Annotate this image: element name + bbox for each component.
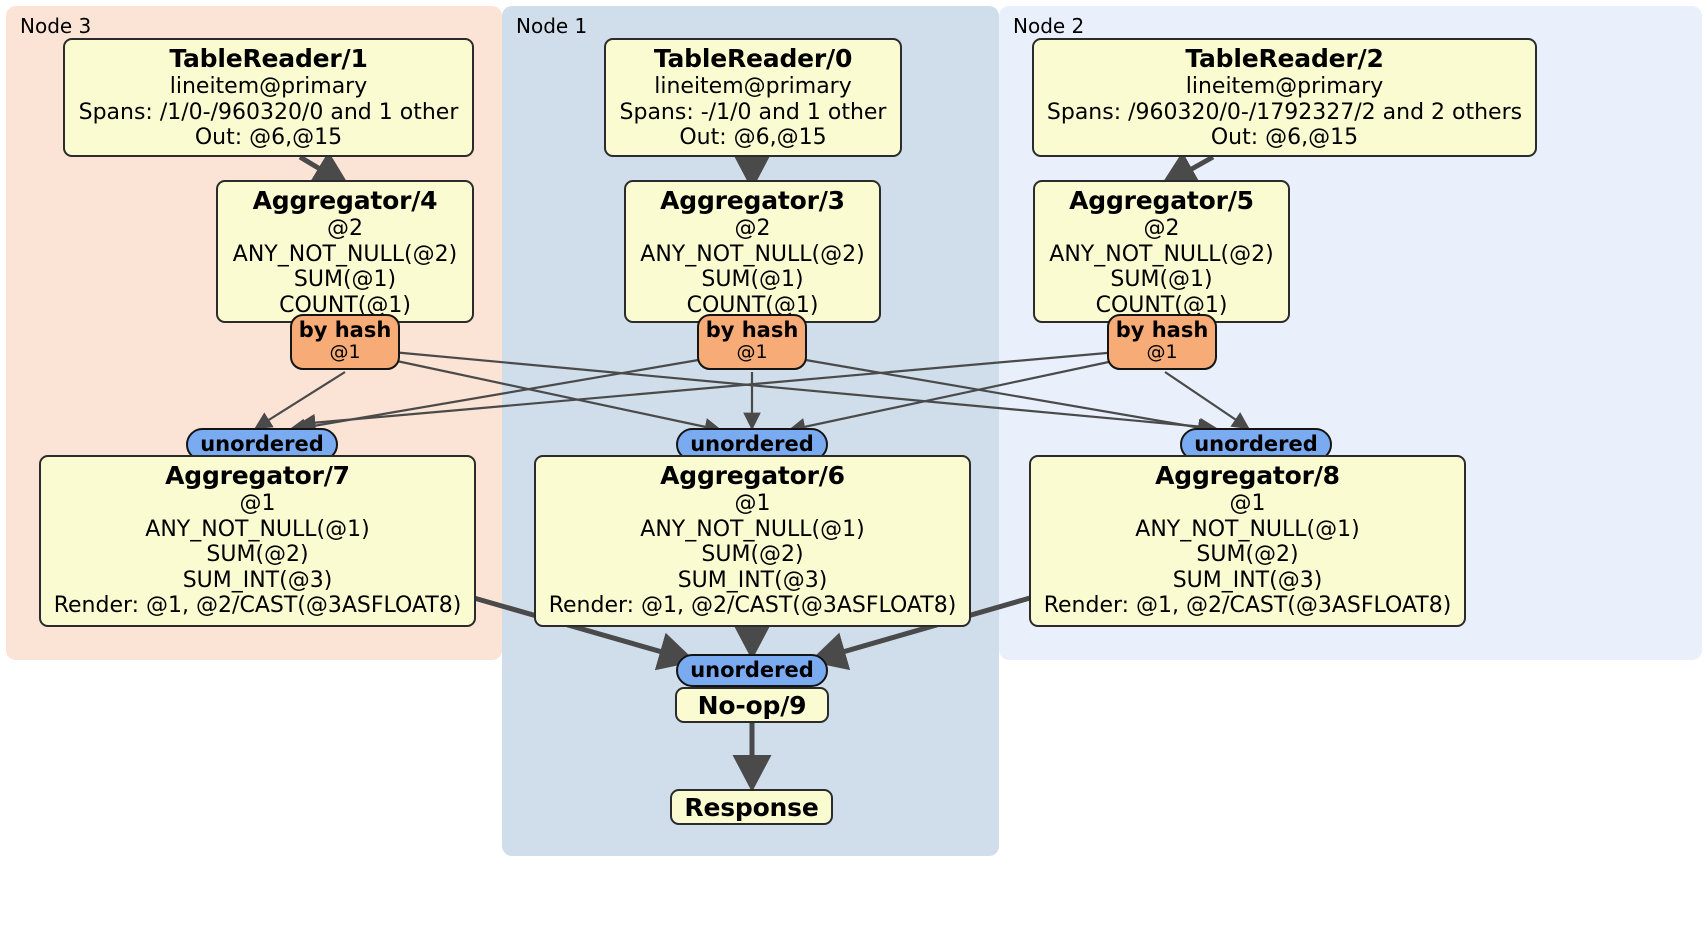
processor-noop-9[interactable]: No-op/9 bbox=[675, 687, 829, 723]
processor-aggregator-4[interactable]: Aggregator/4 @2 ANY_NOT_NULL(@2) SUM(@1)… bbox=[216, 180, 474, 323]
processor-detail-line: ANY_NOT_NULL(@1) bbox=[640, 516, 865, 542]
processor-detail-line: SUM(@1) bbox=[293, 267, 397, 293]
processor-tablereader-1[interactable]: TableReader/1 lineitem@primary Spans: /1… bbox=[63, 38, 474, 157]
processor-detail-line: Out: @6,@15 bbox=[1210, 125, 1359, 151]
processor-detail-line: @2 bbox=[734, 216, 771, 241]
hash-router-mid[interactable]: by hash @1 bbox=[697, 314, 807, 370]
node-panel-label-node-2: Node 2 bbox=[1013, 14, 1085, 38]
processor-aggregator-5[interactable]: Aggregator/5 @2 ANY_NOT_NULL(@2) SUM(@1)… bbox=[1033, 180, 1290, 323]
processor-detail-line: SUM(@2) bbox=[1196, 542, 1299, 568]
processor-detail-line: Render: @1, @2/CAST(@3ASFLOAT8) bbox=[548, 593, 957, 619]
processor-aggregator-7[interactable]: Aggregator/7 @1 ANY_NOT_NULL(@1) SUM(@2)… bbox=[39, 455, 476, 627]
processor-detail-line: lineitem@primary bbox=[169, 74, 368, 99]
processor-detail-line: ANY_NOT_NULL(@1) bbox=[145, 516, 370, 542]
processor-aggregator-6[interactable]: Aggregator/6 @1 ANY_NOT_NULL(@1) SUM(@2)… bbox=[534, 455, 971, 627]
processor-title: TableReader/0 bbox=[653, 44, 853, 73]
processor-detail-line: Render: @1, @2/CAST(@3ASFLOAT8) bbox=[53, 593, 462, 619]
processor-response[interactable]: Response bbox=[670, 789, 833, 825]
hash-router-title: by hash bbox=[298, 318, 392, 342]
processor-detail-line: COUNT(@1) bbox=[279, 292, 411, 318]
processor-detail-line: SUM(@1) bbox=[701, 267, 804, 293]
processor-detail-line: SUM(@1) bbox=[1110, 267, 1213, 293]
processor-detail-line: Out: @6,@15 bbox=[194, 125, 343, 151]
processor-aggregator-8[interactable]: Aggregator/8 @1 ANY_NOT_NULL(@1) SUM(@2)… bbox=[1029, 455, 1466, 627]
hash-router-column: @1 bbox=[736, 341, 768, 364]
processor-title: TableReader/2 bbox=[1185, 44, 1384, 73]
processor-detail-line: @1 bbox=[1229, 491, 1266, 516]
synchronizer-title: unordered bbox=[1194, 431, 1318, 456]
processor-tablereader-0[interactable]: TableReader/0 lineitem@primary Spans: -/… bbox=[604, 38, 902, 157]
processor-title: Response bbox=[684, 792, 819, 822]
node-panel-label-node-3: Node 3 bbox=[20, 14, 92, 38]
processor-detail-line: ANY_NOT_NULL(@2) bbox=[232, 241, 458, 267]
processor-title: TableReader/1 bbox=[169, 44, 368, 73]
processor-detail-line: SUM_INT(@3) bbox=[677, 567, 828, 593]
synchronizer-title: unordered bbox=[690, 657, 814, 682]
processor-tablereader-2[interactable]: TableReader/2 lineitem@primary Spans: /9… bbox=[1032, 38, 1537, 157]
processor-detail-line: COUNT(@1) bbox=[686, 292, 819, 318]
processor-detail-line: SUM(@2) bbox=[701, 542, 804, 568]
processor-detail-line: @1 bbox=[734, 491, 771, 516]
processor-title: Aggregator/6 bbox=[660, 461, 845, 490]
processor-detail-line: SUM_INT(@3) bbox=[1172, 567, 1323, 593]
hash-router-column: @1 bbox=[329, 341, 361, 364]
processor-aggregator-3[interactable]: Aggregator/3 @2 ANY_NOT_NULL(@2) SUM(@1)… bbox=[624, 180, 881, 323]
synchronizer-unordered-final[interactable]: unordered bbox=[676, 654, 828, 687]
processor-detail-line: ANY_NOT_NULL(@2) bbox=[640, 241, 865, 267]
processor-title: Aggregator/4 bbox=[252, 186, 438, 215]
processor-title: Aggregator/3 bbox=[660, 186, 845, 215]
processor-title: Aggregator/8 bbox=[1155, 461, 1340, 490]
processor-title: Aggregator/5 bbox=[1069, 186, 1254, 215]
processor-detail-line: lineitem@primary bbox=[1185, 74, 1384, 99]
processor-detail-line: Spans: /960320/0-/1792327/2 and 2 others bbox=[1046, 99, 1523, 125]
node-panel-label-node-1: Node 1 bbox=[516, 14, 588, 38]
hash-router-title: by hash bbox=[705, 318, 799, 342]
processor-detail-line: Render: @1, @2/CAST(@3ASFLOAT8) bbox=[1043, 593, 1452, 619]
hash-router-title: by hash bbox=[1115, 318, 1209, 342]
processor-detail-line: ANY_NOT_NULL(@1) bbox=[1135, 516, 1360, 542]
processor-detail-line: Spans: -/1/0 and 1 other bbox=[619, 99, 887, 125]
processor-detail-line: SUM(@2) bbox=[206, 542, 309, 568]
processor-detail-line: Spans: /1/0-/960320/0 and 1 other bbox=[78, 99, 459, 125]
processor-detail-line: SUM_INT(@3) bbox=[182, 567, 333, 593]
processor-detail-line: ANY_NOT_NULL(@2) bbox=[1049, 241, 1274, 267]
hash-router-column: @1 bbox=[1146, 341, 1178, 364]
processor-detail-line: @1 bbox=[239, 491, 276, 516]
processor-detail-line: @2 bbox=[1143, 216, 1180, 241]
processor-title: No-op/9 bbox=[697, 690, 807, 720]
synchronizer-title: unordered bbox=[200, 431, 324, 456]
processor-detail-line: @2 bbox=[327, 216, 363, 241]
hash-router-left[interactable]: by hash @1 bbox=[290, 314, 400, 370]
processor-detail-line: COUNT(@1) bbox=[1095, 292, 1228, 318]
synchronizer-title: unordered bbox=[690, 431, 814, 456]
hash-router-right[interactable]: by hash @1 bbox=[1107, 314, 1217, 370]
processor-detail-line: Out: @6,@15 bbox=[679, 125, 827, 151]
processor-title: Aggregator/7 bbox=[165, 461, 350, 490]
processor-detail-line: lineitem@primary bbox=[654, 74, 852, 99]
